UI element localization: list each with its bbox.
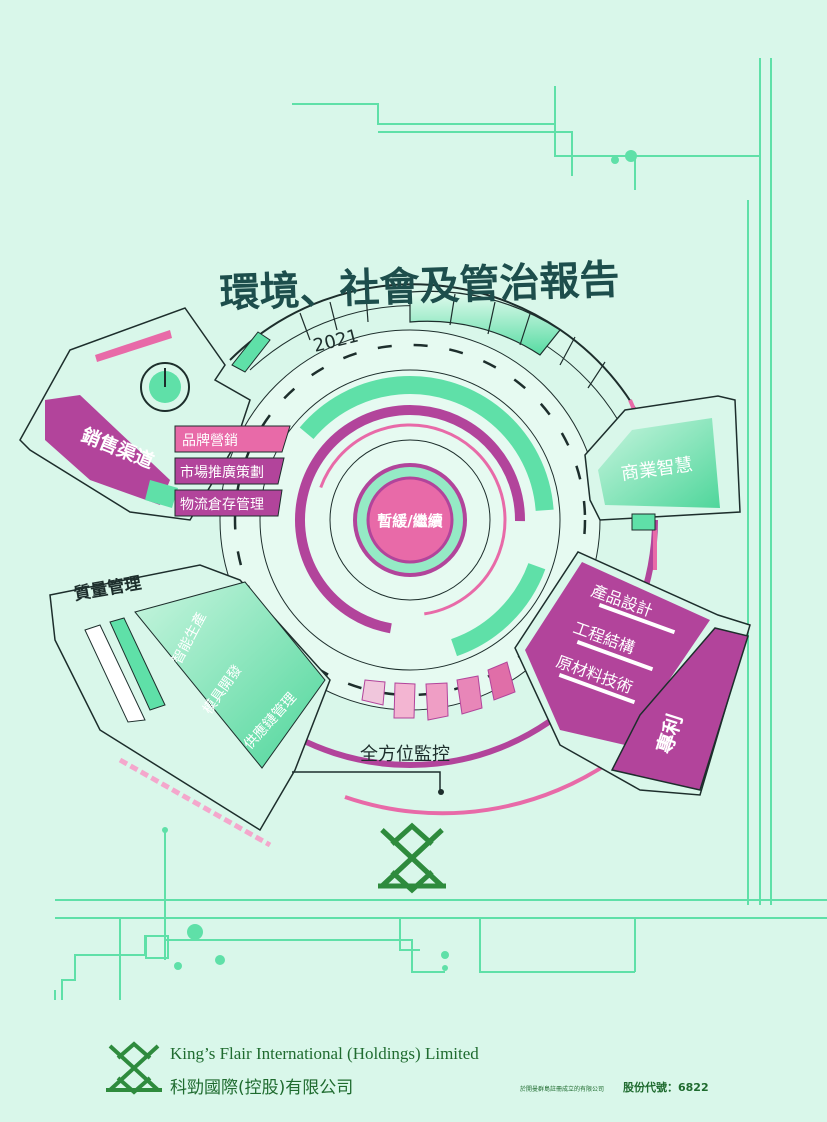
kings-flair-logo: [378, 822, 446, 894]
patent-panel: [514, 551, 751, 796]
circuit-lines: [54, 58, 827, 1000]
business-intelligence-panel: [584, 395, 741, 531]
incorporation-note: 於開曼群島註冊成立的有限公司: [520, 1086, 605, 1093]
monitoring-label: 全方位監控: [360, 744, 450, 765]
circuit-square: [145, 935, 169, 959]
sales-item-promotion-planning: 市場推廣策劃: [180, 464, 264, 481]
circuit-dots: [162, 150, 637, 971]
sales-item-logistics: 物流倉存管理: [180, 497, 264, 513]
sales-panel: [19, 307, 251, 521]
sales-item-bars: [174, 425, 291, 517]
company-name-zh: 科勁國際(控股)有限公司: [170, 1078, 354, 1098]
company-name-en: King’s Flair International (Holdings) Li…: [170, 1044, 479, 1063]
monitoring-dot: [438, 789, 444, 795]
stock-code: 股份代號：6822: [623, 1081, 709, 1094]
report-title: 環境、社會及管治報告: [219, 257, 620, 317]
monitoring-bracket: [292, 771, 441, 790]
petal-segments: [361, 661, 516, 721]
center-label: 暫緩/繼續: [377, 512, 442, 530]
footer-logo: [106, 1041, 162, 1095]
quality-panel: [49, 564, 331, 848]
sales-item-brand-marketing: 品牌營銷: [182, 432, 238, 449]
outer-ruler-arc: [229, 283, 637, 421]
